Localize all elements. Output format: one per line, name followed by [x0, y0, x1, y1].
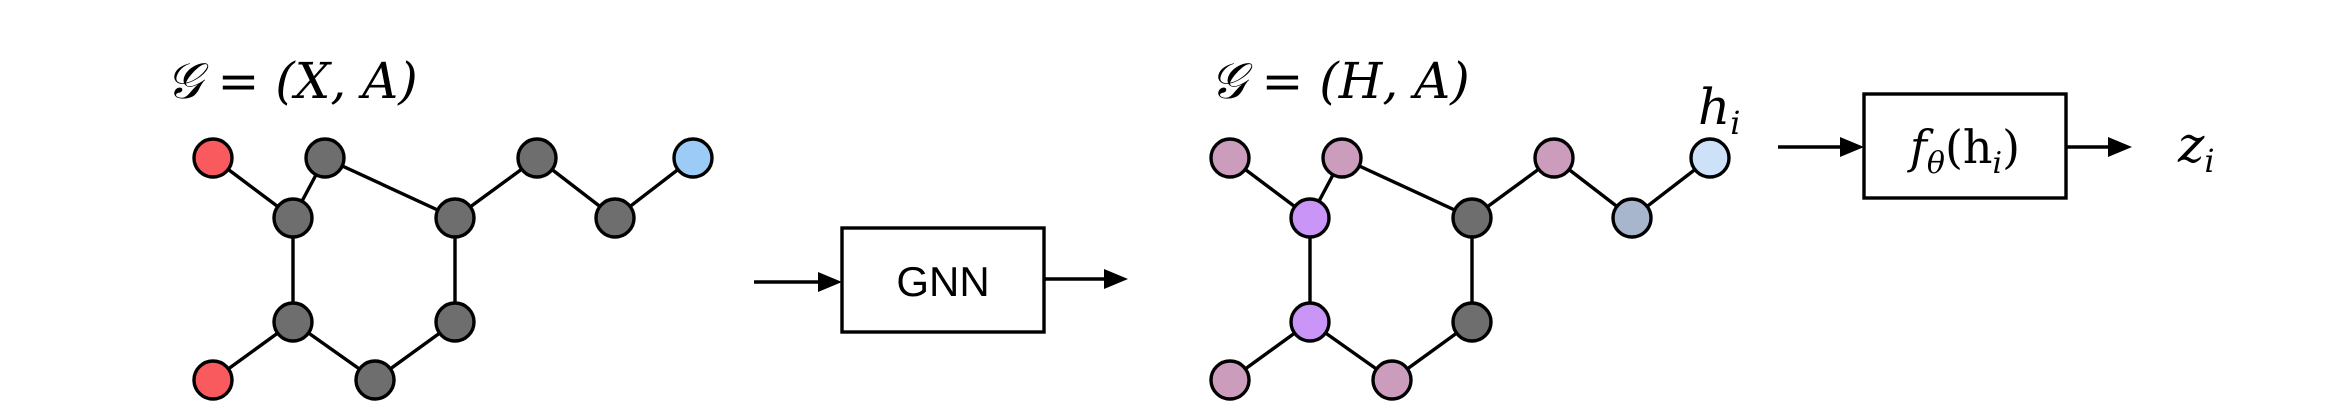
graph-node [594, 197, 636, 239]
graph-node [1209, 137, 1251, 179]
output-graph-edges [1228, 156, 1712, 382]
graph-node [516, 137, 558, 179]
input-graph-label: 𝒢 = (X, A) [166, 52, 418, 110]
output-graph-label: 𝒢 = (H, A) [1210, 52, 1470, 110]
graph-node [1321, 137, 1363, 179]
graph-node [434, 197, 476, 239]
graph-node [354, 359, 396, 401]
graph-node [1689, 137, 1731, 179]
graph-node [192, 137, 234, 179]
graph-node [672, 137, 714, 179]
output-graph: 𝒢 = (H, A) hi [1209, 52, 1740, 401]
node-embedding-label: hi [1698, 78, 1740, 142]
output-graph-nodes [1209, 137, 1731, 401]
graph-node [434, 301, 476, 343]
graph-edge [324, 156, 456, 220]
graph-node [1533, 137, 1575, 179]
graph-node [1289, 301, 1331, 343]
gnn-box: GNN [840, 226, 1046, 334]
graph-node [304, 137, 346, 179]
graph-node [192, 359, 234, 401]
graph-node [1611, 197, 1653, 239]
arrow-into-gnn [754, 272, 842, 292]
decoder-box: fθ(hi) [1862, 92, 2068, 200]
graph-node [1371, 359, 1413, 401]
graph-node [272, 301, 314, 343]
input-graph-edges [211, 156, 695, 382]
input-graph: 𝒢 = (X, A) [166, 52, 714, 401]
graph-node [272, 197, 314, 239]
graph-node [1451, 301, 1493, 343]
graph-node [1451, 197, 1493, 239]
arrow-out-of-gnn [1044, 269, 1128, 289]
graph-node [1289, 197, 1331, 239]
gnn-label: GNN [896, 258, 989, 305]
graph-node [1209, 359, 1251, 401]
decoder-label: fθ(hi) [1907, 120, 2020, 181]
output-z-label: zi [2177, 116, 2215, 180]
graph-edge [1341, 156, 1473, 220]
arrow-out-of-decoder [2066, 137, 2132, 157]
arrow-into-decoder [1778, 137, 1864, 157]
input-graph-nodes [192, 137, 714, 401]
